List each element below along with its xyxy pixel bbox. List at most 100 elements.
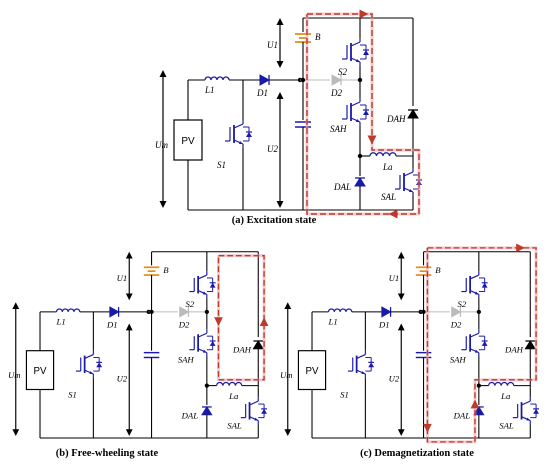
label-sal: SAL <box>499 420 514 430</box>
label-d2: D2 <box>450 319 462 329</box>
label-d1: D1 <box>256 88 268 98</box>
label-dal: DAL <box>333 182 351 192</box>
igbt-collector <box>521 400 531 406</box>
current-arrow-right <box>516 243 525 253</box>
label-d1: D1 <box>378 319 390 329</box>
diode-triangle <box>252 340 264 350</box>
arrow-head-up <box>397 251 405 259</box>
igbt-arrow <box>239 141 243 144</box>
switch-sal <box>512 397 539 425</box>
arrow-head-down <box>12 429 20 437</box>
pv-source <box>297 350 327 391</box>
diode-triangle <box>96 362 103 368</box>
igbt-arrow <box>202 349 207 353</box>
label-l1: L1 <box>328 317 338 327</box>
igbt-arrow <box>202 291 207 295</box>
label-d1: D1 <box>106 319 118 329</box>
igbt-collector <box>350 41 361 47</box>
diode-triangle <box>331 74 343 86</box>
arrow-head-up <box>12 302 20 309</box>
diode-triangle <box>259 74 271 86</box>
diode-triangle <box>209 282 216 288</box>
arrow-head-down <box>397 429 405 437</box>
diode-triangle <box>354 177 366 187</box>
igbt-arrow <box>356 59 360 62</box>
label-u2: U2 <box>267 144 278 154</box>
label-l1: L1 <box>56 317 66 327</box>
inductor-l1 <box>327 308 353 313</box>
junction-dot <box>421 309 426 315</box>
label-s2: S2 <box>338 67 348 77</box>
current-path <box>426 247 537 443</box>
current-arrow-left <box>388 209 398 219</box>
current-arrow-up <box>259 317 269 326</box>
diode-d1 <box>381 306 392 318</box>
igbt-arrow <box>526 417 531 421</box>
switch-sah <box>461 329 488 357</box>
junction-dot <box>476 383 481 388</box>
diode-triangle <box>524 340 536 350</box>
diode-triangle <box>179 306 190 318</box>
label-u1: U1 <box>117 273 128 283</box>
label-sal: SAL <box>381 192 396 202</box>
diode-dal <box>354 177 366 187</box>
pv-label: PV <box>306 366 319 377</box>
label-s2: S2 <box>458 299 467 309</box>
arrow-head-down <box>397 293 405 301</box>
diode-d1 <box>109 306 120 318</box>
label-sah: SAH <box>330 124 347 134</box>
pv-label: PV <box>34 366 47 377</box>
diode-triangle <box>109 306 120 318</box>
pv-label: PV <box>181 136 195 147</box>
switch-sal <box>240 397 267 425</box>
igbt-collector <box>197 274 208 280</box>
label-u1: U1 <box>389 273 400 283</box>
diode-triangle <box>201 406 213 416</box>
arrow-head-down <box>284 429 292 437</box>
diode-d1 <box>259 74 271 86</box>
switch-sah <box>189 329 216 357</box>
inductor-l1 <box>204 76 230 81</box>
igbt-arrow <box>361 371 366 374</box>
arrow-head-up <box>159 70 167 77</box>
diode-triangle <box>533 408 539 414</box>
arrow-head-down <box>276 201 284 208</box>
label-u2: U2 <box>117 374 128 384</box>
diode-triangle <box>481 341 488 346</box>
arrow-head-up <box>276 92 284 99</box>
label-s1: S1 <box>340 389 349 399</box>
label-la: La <box>228 391 239 401</box>
igbt-collector <box>469 274 480 280</box>
current-path <box>217 254 265 381</box>
junction-dot <box>204 383 209 388</box>
current-arrow-right <box>359 9 369 19</box>
caption-panel-1: (b) Free-wheeling state <box>56 448 159 459</box>
arrow-head-down <box>159 201 167 208</box>
arrow-head-up <box>125 251 133 259</box>
diode-triangle <box>246 132 252 137</box>
diode-triangle <box>368 362 375 368</box>
diode-dah <box>524 340 536 350</box>
label-dal: DAL <box>181 411 199 421</box>
label-u2: U2 <box>389 374 400 384</box>
label-um: Um <box>280 370 293 380</box>
arrow-head-down <box>276 61 284 68</box>
label-sah: SAH <box>450 354 467 364</box>
arrow-head-down <box>125 429 133 437</box>
switch-sah <box>342 98 369 126</box>
igbt-collector <box>469 332 480 338</box>
label-sah: SAH <box>178 354 195 364</box>
arrow-head-up <box>125 323 133 331</box>
igbt-arrow <box>254 417 259 421</box>
switch-s1 <box>225 120 252 148</box>
arrow-head-up <box>284 302 292 309</box>
pv-source <box>25 350 55 391</box>
label-la: La <box>382 162 393 172</box>
label-dah: DAH <box>386 114 406 124</box>
junction-dot <box>300 77 306 83</box>
label-b: B <box>315 32 321 42</box>
inductor-la <box>487 381 515 386</box>
